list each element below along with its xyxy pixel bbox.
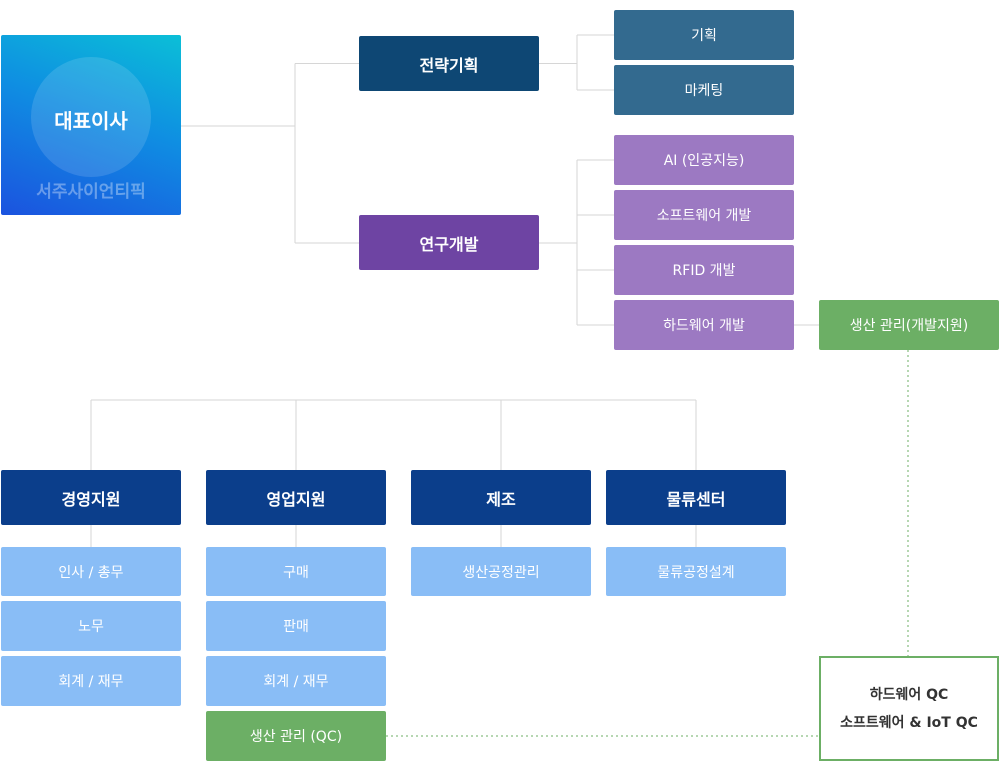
production-support-box: 생산 관리(개발지원) — [819, 300, 999, 350]
hr-box: 인사 / 총무 — [1, 547, 181, 596]
rfid-dev-box: RFID 개발 — [614, 245, 794, 295]
qc-box: 하드웨어 QC 소프트웨어 & IoT QC — [819, 656, 999, 761]
sales-support-box: 영업지원 — [206, 470, 386, 525]
labor-box: 노무 — [1, 601, 181, 651]
process-management-box: 생산공정관리 — [411, 547, 591, 596]
logistics-design-box: 물류공정설계 — [606, 547, 786, 596]
rnd-box: 연구개발 — [359, 215, 539, 270]
purchasing-box: 구매 — [206, 547, 386, 596]
software-dev-box: 소프트웨어 개발 — [614, 190, 794, 240]
sales-accounting-box: 회계 / 재무 — [206, 656, 386, 706]
manufacturing-box: 제조 — [411, 470, 591, 525]
strategy-planning-box: 전략기획 — [359, 36, 539, 91]
sales-box: 판매 — [206, 601, 386, 651]
ceo-title: 대표이사 — [54, 109, 128, 133]
planning-box: 기획 — [614, 10, 794, 60]
software-iot-qc-label: 소프트웨어 & IoT QC — [840, 714, 978, 731]
hardware-qc-label: 하드웨어 QC — [869, 686, 949, 703]
marketing-box: 마케팅 — [614, 65, 794, 115]
production-qc-box: 생산 관리 (QC) — [206, 711, 386, 761]
management-support-box: 경영지원 — [1, 470, 181, 525]
company-logo-icon — [31, 57, 151, 177]
ceo-box: 대표이사 서주사이언티픽 — [1, 35, 181, 215]
ai-box: AI (인공지능) — [614, 135, 794, 185]
logistics-center-box: 물류센터 — [606, 470, 786, 525]
accounting-box: 회계 / 재무 — [1, 656, 181, 706]
hardware-dev-box: 하드웨어 개발 — [614, 300, 794, 350]
company-name: 서주사이언티픽 — [36, 182, 146, 202]
